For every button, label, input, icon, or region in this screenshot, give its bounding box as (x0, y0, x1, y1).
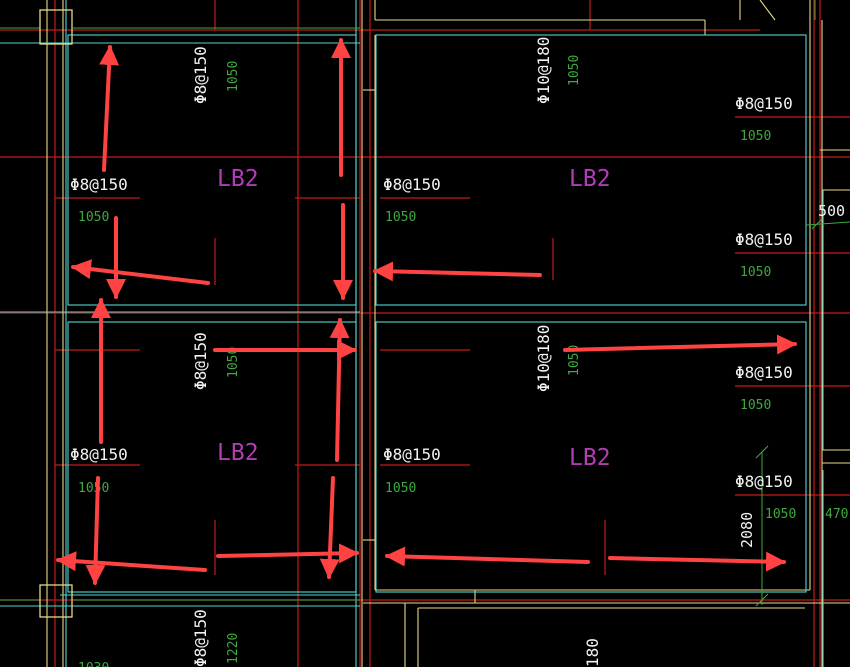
cyan-slab-outlines (0, 0, 824, 667)
rebar-label-vertical: Φ10@180 (534, 37, 553, 104)
length-label-vertical: 1050 (567, 55, 582, 86)
red-arrow-icon (71, 259, 210, 285)
slab-label: LB2 (217, 440, 259, 466)
length-label: 1050 (740, 265, 771, 280)
red-arrow-icon (56, 551, 207, 572)
rebar-label-vertical: Φ8@150 (191, 332, 210, 390)
column-square-icon (39, 9, 73, 45)
red-arrow-icon (329, 318, 350, 462)
length-label: 1050 (740, 129, 771, 144)
rebar-label: Φ8@150 (383, 445, 441, 464)
red-arrow-icon (373, 261, 542, 282)
rebar-label-vertical: Φ10@180 (534, 325, 553, 392)
length-label: 1030 (78, 661, 109, 667)
red-arrow-icon (85, 476, 106, 585)
dimension-470: 470 (825, 507, 848, 522)
rebar-label-vertical: Φ8@150 (191, 46, 210, 104)
column-square-icon (39, 584, 73, 618)
length-label: 1050 (78, 210, 109, 225)
green-dim-lines (0, 0, 850, 607)
red-arrow-icon (608, 551, 786, 572)
rebar-label-vertical: Φ8@150 (191, 609, 210, 667)
rebar-label: Φ8@150 (735, 363, 793, 382)
red-arrow-icon (563, 334, 797, 355)
length-label-vertical: 1220 (226, 633, 241, 664)
length-label-vertical: 1050 (567, 345, 582, 376)
red-arrow-icon (385, 546, 590, 567)
red-arrow-icon (216, 543, 359, 564)
rebar-label: Φ8@150 (735, 230, 793, 249)
red-arrow-icon (99, 45, 120, 172)
length-label: 1050 (740, 398, 771, 413)
rebar-labels-vertical: Φ8@150 Φ10@180 Φ8@150 Φ10@180 Φ8@150 180 (191, 37, 602, 667)
rebar-label: Φ8@150 (70, 445, 128, 464)
slab-label: LB2 (217, 166, 259, 192)
red-arrow-icon (319, 476, 340, 579)
length-label: 1050 (385, 481, 416, 496)
length-label-vertical: 1050 (226, 61, 241, 92)
length-label-vertical: 1050 (226, 347, 241, 378)
rebar-label: Φ8@150 (383, 175, 441, 194)
length-labels-vertical: 1050 1050 1050 1050 1220 (226, 55, 582, 664)
slab-labels: LB2 LB2 LB2 LB2 (217, 166, 611, 471)
dimension-500: 500 (818, 202, 845, 220)
length-labels-horizontal: 1050 1050 1050 1050 1050 1050 1050 1050 … (78, 129, 796, 667)
dimension-2080: 2080 (738, 512, 756, 548)
slab-label: LB2 (569, 166, 611, 192)
length-label: 1050 (78, 481, 109, 496)
rebar-label: Φ8@150 (735, 94, 793, 113)
slab-label: LB2 (569, 445, 611, 471)
length-label: 1050 (385, 210, 416, 225)
rebar-label-vertical: 180 (583, 638, 602, 667)
dimension-texts: 500 470 2080 (738, 202, 848, 548)
column-markers (39, 9, 73, 618)
length-label: 1050 (765, 507, 796, 522)
rebar-label: Φ8@150 (70, 175, 128, 194)
rebar-labels-horizontal: Φ8@150 Φ8@150 Φ8@150 Φ8@150 Φ8@150 Φ8@15… (70, 94, 793, 491)
rebar-label: Φ8@150 (735, 472, 793, 491)
annotation-arrows (56, 38, 797, 585)
